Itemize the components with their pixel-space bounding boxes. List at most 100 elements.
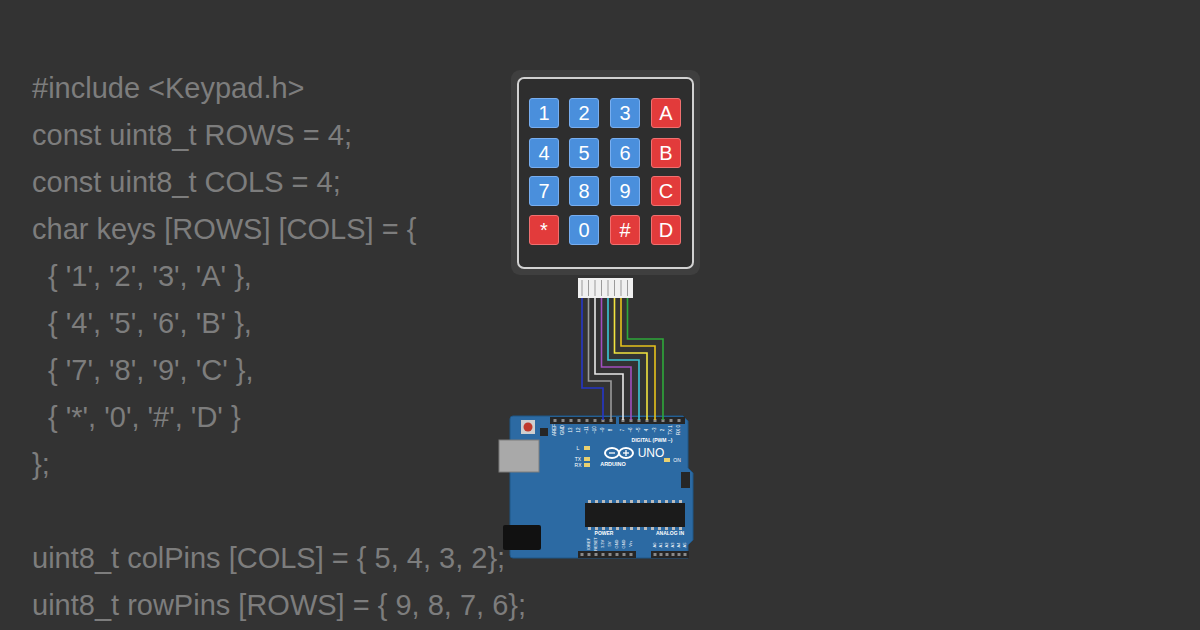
chip-pin [651, 527, 654, 530]
pin-label: A3 [671, 543, 675, 548]
key-label: 3 [619, 103, 630, 123]
wire [615, 298, 648, 420]
led-rx [584, 463, 590, 467]
code-line: char keys [ROWS] [COLS] = { [32, 213, 416, 246]
header-hole [623, 553, 626, 556]
keypad-key: D [651, 215, 681, 245]
pin-label: A2 [665, 543, 669, 548]
code-line: uint8_t colPins [COLS] = { 5, 4, 3, 2}; [32, 542, 505, 575]
chip-pin [672, 500, 675, 503]
digital-header-left [550, 417, 616, 424]
header-hole [609, 553, 612, 556]
chip-pin [623, 500, 626, 503]
ribbon-pin [614, 280, 615, 296]
keypad-key: 0 [569, 215, 599, 245]
chip-pin [616, 527, 619, 530]
header-hole [594, 419, 597, 422]
power-jack [503, 525, 541, 550]
key-label: 8 [578, 181, 589, 201]
header-hole [595, 553, 598, 556]
chip-pin [679, 500, 682, 503]
pin-label: RESET [594, 537, 598, 550]
header-hole [562, 419, 565, 422]
key-label: # [619, 220, 630, 240]
pin-label: 7 [621, 429, 626, 432]
code-line: { '4', '5', '6', 'B' }, [48, 307, 252, 340]
pin-label: ~5 [637, 427, 642, 432]
microcontroller-chip [585, 503, 685, 527]
key-label: 2 [578, 103, 589, 123]
led-label: ON [673, 458, 681, 463]
keypad-key: A [651, 98, 681, 128]
ribbon-pin [601, 280, 602, 296]
header-hole [654, 553, 657, 556]
header-hole [672, 553, 675, 556]
code-line: const uint8_t ROWS = 4; [32, 119, 352, 152]
pin-label: ~6 [629, 427, 634, 432]
header-holes [554, 419, 687, 556]
header-hole [684, 553, 687, 556]
pin-label: GND [615, 540, 619, 549]
key-label: B [659, 143, 672, 163]
key-label: 6 [619, 143, 630, 163]
chip-pin [637, 527, 640, 530]
chip-pin [637, 500, 640, 503]
wire [602, 298, 632, 420]
logo-loop [619, 448, 633, 458]
reset-button [524, 423, 533, 432]
pin-label: 12 [577, 427, 582, 432]
power-header [578, 551, 636, 558]
header-hole [581, 553, 584, 556]
key-label: 7 [538, 181, 549, 201]
chip-pin [644, 527, 647, 530]
code-line: #include <Keypad.h> [32, 72, 305, 105]
keypad-key: # [610, 215, 640, 245]
header-hole [588, 553, 591, 556]
chip-pin [658, 500, 661, 503]
code-line: { '1', '2', '3', 'A' }, [48, 260, 252, 293]
ribbon-pin [608, 280, 609, 296]
ribbon-connector [578, 278, 633, 298]
header-hole [630, 553, 633, 556]
key-label: C [659, 181, 673, 201]
led-label: L [577, 446, 580, 451]
keypad-key: 8 [569, 176, 599, 206]
board-model: UNO [638, 447, 665, 459]
pin-label: AREF [553, 424, 558, 436]
led-label: TX [575, 457, 581, 462]
header-hole [678, 419, 681, 422]
header-hole [586, 419, 589, 422]
ribbon-pin [627, 280, 628, 296]
keypad-key: 2 [569, 98, 599, 128]
chip-pin [588, 527, 591, 530]
wires [582, 298, 663, 420]
keypad-key: 7 [529, 176, 559, 206]
wire [621, 298, 655, 420]
chip-pin [616, 500, 619, 503]
wire [628, 298, 664, 420]
ribbon-pin [595, 280, 596, 296]
key-label: D [659, 220, 673, 240]
pin-label: TX 1 [669, 425, 674, 435]
key-label: 0 [578, 220, 589, 240]
header-hole [578, 419, 581, 422]
pin-label: A4 [677, 543, 681, 548]
chip-pin [651, 500, 654, 503]
icsp-header-2 [540, 428, 548, 436]
pin-label: GND [622, 540, 626, 549]
ribbon-pin [621, 280, 622, 296]
chip-pin [644, 500, 647, 503]
code-line: { '7', '8', '9', 'C' }, [48, 354, 254, 387]
pin-label: A0 [653, 543, 657, 548]
keypad-key: B [651, 138, 681, 168]
header-hole [616, 553, 619, 556]
wire [595, 298, 623, 420]
pin-label: ~10 [593, 426, 598, 434]
header-hole [666, 553, 669, 556]
pin-label: A1 [659, 543, 663, 548]
logo-minus [609, 452, 615, 453]
led-tx [584, 457, 590, 461]
logo-plus [625, 450, 626, 456]
pin-label: 3.3V [601, 540, 605, 548]
